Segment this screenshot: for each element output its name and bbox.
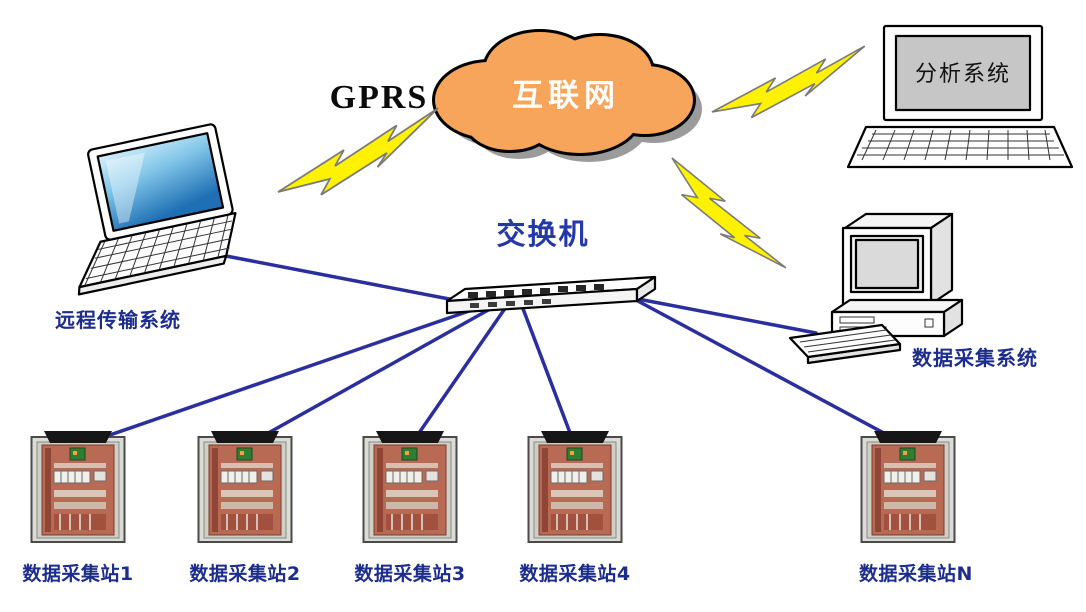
case-top	[830, 298, 964, 314]
lightning-bolt-daq-icon	[671, 157, 787, 269]
switch-side	[635, 275, 657, 303]
analysis-screen	[894, 34, 1032, 112]
station-3-label: 数据采集站3	[354, 562, 465, 585]
station-4-label: 数据采集站4	[519, 562, 630, 585]
cabinet-station-2	[197, 430, 293, 543]
internet-cloud-label: 互联网	[512, 78, 620, 114]
power-button	[924, 318, 934, 328]
remote-system-label: 远程传输系统	[55, 308, 181, 332]
link-switch-station-3	[408, 305, 508, 448]
station-cabinets	[30, 430, 956, 543]
analysis-screen-label: 分析系统	[915, 62, 1011, 87]
link-switch-station-n	[634, 298, 910, 448]
gprs-label: GPRS	[330, 79, 429, 116]
link-switch-station-2	[243, 307, 492, 448]
switch-label: 交换机	[496, 217, 589, 251]
wireless-links	[277, 45, 866, 269]
monitor-screen	[854, 238, 920, 290]
station-2-label: 数据采集站2	[189, 562, 300, 585]
drive-bay	[839, 316, 875, 324]
cabinet-station-1	[30, 430, 126, 543]
switch-ports	[468, 284, 604, 308]
cabinet-station-4	[527, 430, 623, 543]
remote-laptop-icon	[77, 123, 237, 296]
daq-desktop-icon	[788, 212, 964, 365]
link-switch-station-1	[76, 308, 474, 448]
laptop-keyboard-keys	[84, 215, 233, 286]
diagram-labels: GPRS 互联网 交换机 分析系统 远程传输系统 数据采集系统 数据采集站1 数…	[22, 62, 1038, 585]
laptop-screen	[96, 132, 225, 232]
laptop-screen-glare	[105, 152, 145, 224]
analysis-laptop-icon	[846, 24, 1074, 169]
keyboard-keys	[799, 329, 896, 353]
lightning-bolt-gprs-icon	[277, 107, 439, 196]
analysis-keyboard-keys	[857, 129, 1064, 161]
station-1-label: 数据采集站1	[22, 562, 133, 585]
switch-icon	[445, 275, 657, 315]
monitor-side	[929, 212, 954, 306]
daq-system-label: 数据采集系统	[912, 346, 1038, 370]
cabinet-station-n	[860, 430, 956, 543]
link-laptop-switch	[224, 254, 472, 305]
laptop-front-edge	[77, 254, 228, 296]
station-n-label: 数据采集站N	[859, 562, 973, 585]
link-switch-station-4	[520, 304, 577, 448]
lightning-bolt-analysis-icon	[711, 45, 866, 119]
cabinet-station-3	[362, 430, 458, 543]
analysis-base	[846, 125, 1074, 169]
cable-links	[76, 254, 910, 448]
link-switch-daq-system	[636, 297, 818, 335]
